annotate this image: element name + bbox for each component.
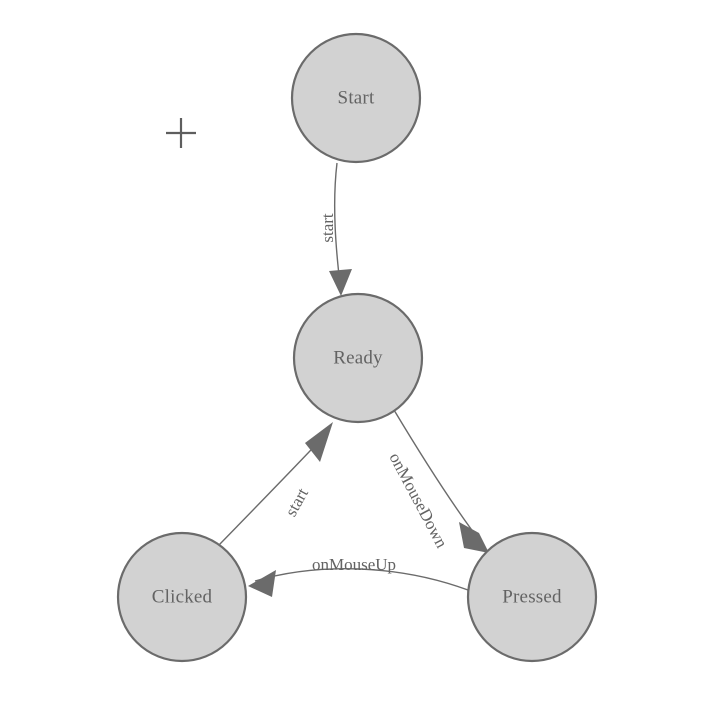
node-clicked[interactable]: Clicked <box>116 531 248 663</box>
edge-path-pressed-to-clicked <box>254 568 469 591</box>
node-circle-ready[interactable] <box>292 292 424 424</box>
node-label-ready: Ready <box>333 347 383 368</box>
edge-label-start-to-ready: start <box>318 213 337 243</box>
edge-label-ready-to-pressed: onMouseDown <box>385 450 451 552</box>
edge-start-to-ready[interactable]: start <box>318 162 352 296</box>
node-start[interactable]: Start <box>290 32 422 164</box>
edge-ready-to-pressed[interactable]: onMouseDown <box>385 409 489 553</box>
node-circle-clicked[interactable] <box>116 531 248 663</box>
edge-clicked-to-ready[interactable]: start <box>218 422 333 546</box>
node-circle-start[interactable] <box>290 32 422 164</box>
arrowhead-clicked-to-ready <box>305 422 333 462</box>
arrowhead-pressed-to-clicked <box>248 570 276 597</box>
arrowhead-start-to-ready <box>329 269 352 296</box>
edge-pressed-to-clicked[interactable]: onMouseUp <box>248 555 469 597</box>
arrowhead-ready-to-pressed <box>459 522 489 553</box>
node-label-pressed: Pressed <box>502 586 562 607</box>
node-label-start: Start <box>338 87 375 108</box>
node-ready[interactable]: Ready <box>292 292 424 424</box>
edge-label-pressed-to-clicked: onMouseUp <box>312 555 396 574</box>
plus-crosshair-icon[interactable] <box>166 118 196 148</box>
node-pressed[interactable]: Pressed <box>466 531 598 663</box>
node-label-clicked: Clicked <box>152 586 213 607</box>
edge-label-clicked-to-ready: start <box>281 485 312 520</box>
node-circle-pressed[interactable] <box>466 531 598 663</box>
